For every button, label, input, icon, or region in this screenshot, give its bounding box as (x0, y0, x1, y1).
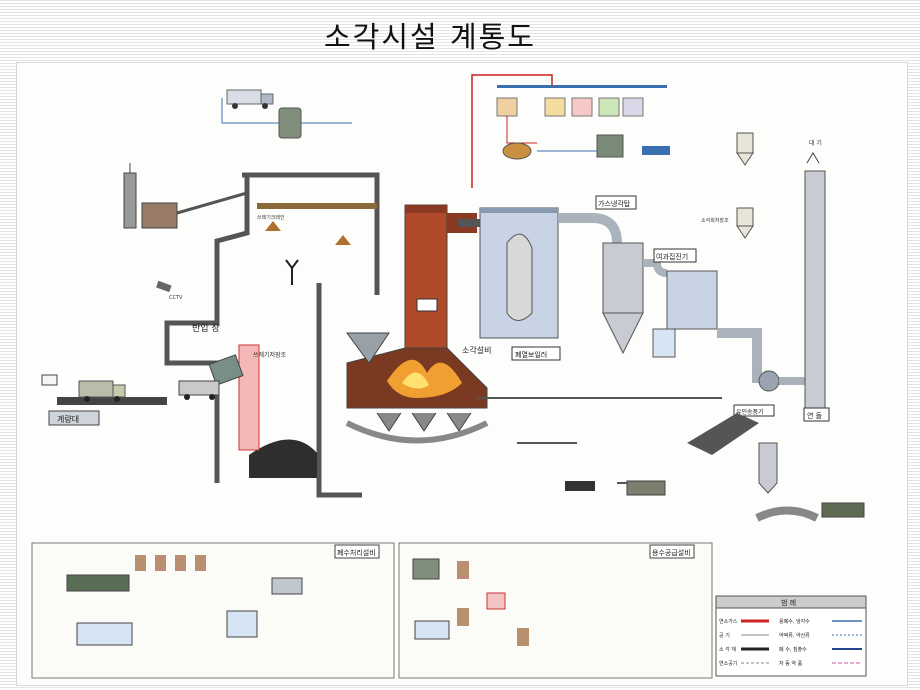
water-supply-panel (398, 542, 713, 679)
cctv-left: CCTV (156, 280, 183, 301)
label-atmosphere: 대 기 (809, 139, 822, 147)
label-waste-pit: 쓰레기저장조 (253, 351, 287, 359)
weighbridge (41, 374, 167, 426)
label-bunker: 반입 장 (192, 322, 220, 334)
label-wastewater-panel: 폐수처리설비 (337, 548, 376, 557)
waste-heat-boiler (458, 207, 559, 339)
bunker-building (164, 172, 380, 498)
wet-scrubber (123, 163, 249, 229)
label-incinerator: 소각설비 (462, 345, 491, 355)
induced-fan-and-stack (717, 152, 826, 412)
svg-text:쓰레기크레인: 쓰레기크레인 (257, 214, 285, 221)
legend-item: 공 기 (719, 632, 730, 639)
legend-item: 용폐수, 냉각수 (779, 618, 810, 625)
bag-filter (643, 259, 718, 358)
legend-item: 연소공기 (719, 660, 737, 667)
legend-item: 소 각 재 (719, 646, 736, 653)
lime-silo (736, 132, 754, 239)
label-stack: 연 돌 (807, 412, 823, 420)
wastewater-panel (31, 542, 395, 679)
legend-title: 범 례 (781, 598, 796, 607)
svg-text:CCTV: CCTV (169, 295, 183, 301)
label-induced-fan: 유인송풍기 (736, 408, 764, 416)
label-weighbridge: 계량대 (57, 414, 79, 424)
label-gas-cooler: 가스냉각탑 (598, 199, 631, 208)
label-lime-silo: 소석회저장조 (701, 217, 729, 224)
label-waste-heat-boiler: 폐열보일러 (515, 350, 547, 359)
legend (715, 595, 867, 677)
incinerator (345, 204, 489, 444)
gas-cooling-tower (558, 213, 644, 355)
legend-item: 폐 수, 침출수 (779, 646, 807, 653)
water-tank-truck (221, 89, 352, 139)
ash-conveyor (477, 397, 865, 522)
legend-item: 연소가스 (719, 618, 738, 625)
top-reagent-line (471, 74, 670, 188)
legend-item: 자 동 약 품 (779, 660, 803, 667)
label-water-supply-panel: 용수공급설비 (652, 548, 691, 557)
legend-item: 약액류, 약산류 (779, 632, 810, 639)
label-bag-filter: 여과집진기 (656, 252, 688, 261)
garbage-truck (178, 354, 244, 400)
process-diagram: 쓰레기크레인 반입 장 쓰레기저장조 계량대 CCTV (16, 62, 908, 686)
page-title: 소각시설 계통도 (324, 20, 536, 54)
process-diagram-svg: 쓰레기크레인 반입 장 쓰레기저장조 계량대 CCTV (31, 74, 867, 679)
